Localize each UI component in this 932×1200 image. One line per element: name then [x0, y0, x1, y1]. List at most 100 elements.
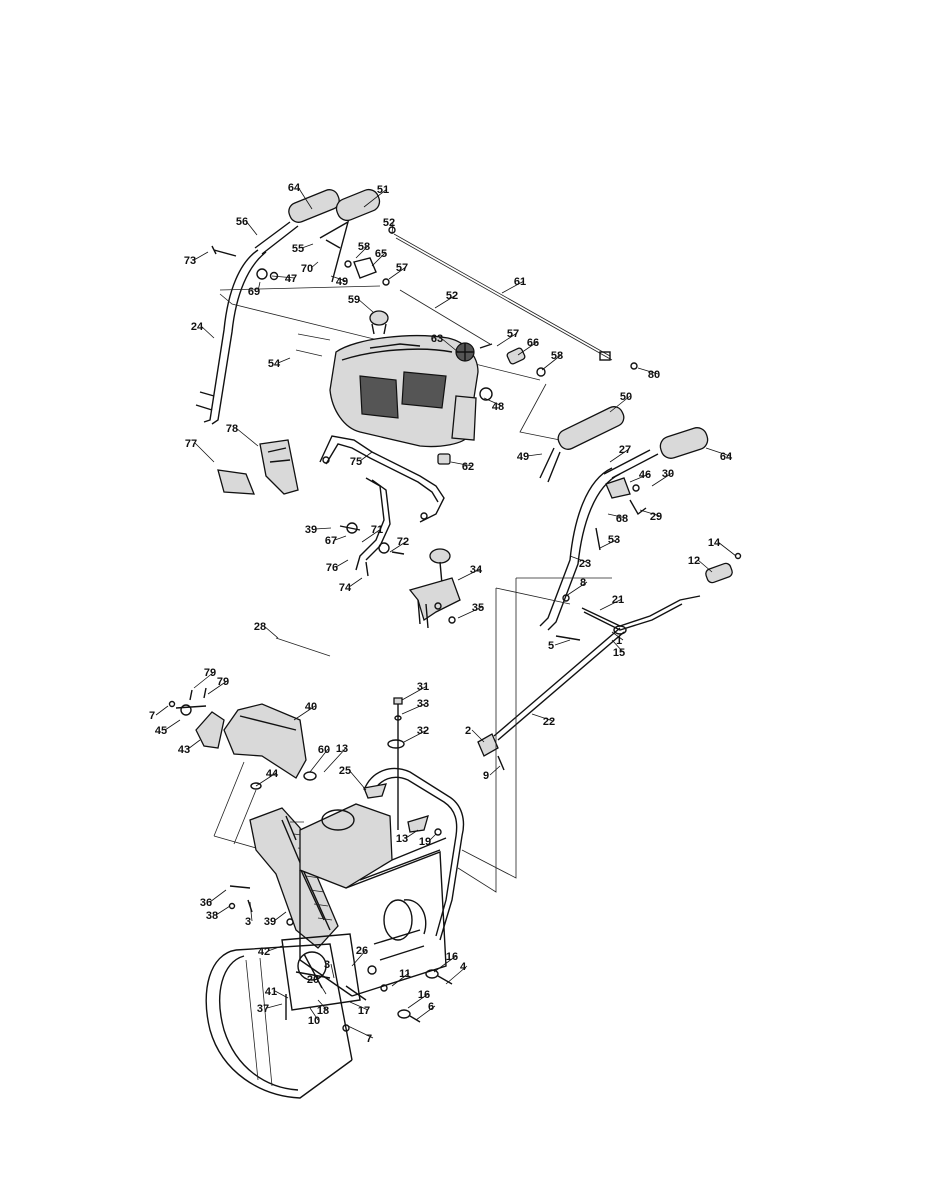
part-number-3a: 3: [245, 916, 251, 928]
part-number-13b: 13: [396, 833, 408, 845]
leader-line-48: [483, 397, 503, 407]
leader-line-53: [599, 538, 619, 549]
part-number-39b: 39: [264, 916, 276, 928]
leader-line-32: [403, 729, 428, 743]
leader-line-4: [445, 965, 468, 985]
leader-line-38: [215, 905, 231, 916]
leader-line-37: [266, 1003, 283, 1009]
part-number-16b: 16: [418, 989, 430, 1001]
leader-line-13a: [323, 747, 347, 773]
leader-line-71: [361, 528, 382, 543]
leader-line-41: [274, 990, 289, 999]
part-number-63: 63: [431, 333, 443, 345]
part-number-5: 5: [548, 640, 554, 652]
leader-line-62: [450, 461, 473, 467]
part-number-76: 76: [326, 562, 338, 574]
leader-line-15: [611, 639, 624, 653]
leader-line-63: [440, 337, 459, 353]
leader-line-46: [629, 473, 650, 483]
part-number-23: 23: [579, 558, 591, 570]
leader-line-74: [348, 577, 363, 588]
leader-line-35: [457, 606, 483, 619]
part-number-77: 77: [185, 438, 197, 450]
leader-line-57a: [388, 266, 407, 280]
leader-line-60: [309, 748, 329, 773]
leader-line-27: [609, 448, 630, 463]
leader-line-64a: [297, 186, 313, 210]
part-number-80: 80: [648, 369, 660, 381]
discharge-chute: [168, 687, 317, 857]
leader-line-58b: [541, 354, 562, 371]
part-number-68: 68: [616, 513, 628, 525]
part-number-6: 6: [428, 1001, 434, 1013]
leader-line-13b: [405, 829, 419, 839]
leader-line-76: [335, 559, 349, 568]
part-number-10: 10: [308, 1015, 320, 1027]
part-number-42: 42: [258, 946, 270, 958]
part-number-26: 26: [356, 945, 368, 957]
leader-line-2: [471, 729, 485, 743]
leader-line-25: [348, 769, 367, 791]
part-number-7b: 7: [366, 1033, 372, 1045]
part-number-31: 31: [417, 681, 429, 693]
part-number-29: 29: [650, 511, 662, 523]
leader-line-52b: [434, 294, 457, 309]
left-handle-assembly: [195, 188, 390, 425]
part-number-51: 51: [377, 184, 389, 196]
frame-tube: [363, 697, 465, 941]
leader-line-21: [599, 598, 623, 611]
part-number-56: 56: [236, 216, 248, 228]
part-number-46: 46: [639, 469, 651, 481]
part-number-49a: 49: [336, 276, 348, 288]
part-number-17: 17: [358, 1005, 370, 1017]
leader-line-33: [401, 702, 428, 715]
part-number-34: 34: [470, 564, 483, 576]
part-number-2: 2: [465, 725, 471, 737]
leader-line-78: [235, 427, 259, 447]
part-number-75: 75: [350, 456, 362, 468]
auger-housing: [205, 885, 453, 1099]
part-number-35: 35: [472, 602, 484, 614]
part-number-49b: 49: [517, 451, 529, 463]
leader-line-79b: [207, 680, 228, 695]
part-number-9: 9: [483, 770, 489, 782]
leader-line-31: [401, 685, 428, 701]
leader-line-66: [517, 341, 538, 356]
part-number-19: 19: [419, 836, 431, 848]
part-number-64b: 64: [720, 451, 733, 463]
leader-line-29: [639, 509, 661, 517]
part-number-70: 70: [301, 263, 313, 275]
part-number-67: 67: [325, 535, 337, 547]
leader-line-73: [193, 251, 209, 261]
leader-line-6: [415, 1005, 436, 1021]
part-number-64a: 64: [288, 182, 301, 194]
control-cables: [388, 226, 638, 370]
leader-line-36: [209, 889, 227, 903]
leader-line-8: [565, 581, 588, 597]
leader-line-70: [310, 261, 319, 269]
leader-line-72: [389, 540, 408, 553]
leader-line-61: [501, 280, 525, 294]
leader-line-50: [609, 395, 631, 413]
part-number-30: 30: [662, 468, 674, 480]
leader-line-49b: [526, 453, 543, 457]
part-number-22: 22: [543, 716, 555, 728]
leader-line-75: [359, 451, 373, 462]
leader-line-17: [349, 1001, 369, 1011]
leader-line-34: [457, 568, 481, 581]
part-number-27: 27: [619, 444, 631, 456]
part-number-72: 72: [397, 536, 409, 548]
part-number-3b: 3: [324, 959, 330, 971]
part-number-28: 28: [254, 621, 266, 633]
leader-line-12: [697, 559, 713, 573]
leader-line-42: [267, 945, 283, 952]
part-number-55: 55: [292, 243, 304, 255]
leader-line-51: [363, 188, 388, 208]
part-number-44: 44: [266, 768, 279, 780]
part-number-57a: 57: [396, 262, 408, 274]
part-number-73: 73: [184, 255, 196, 267]
part-number-43: 43: [178, 744, 190, 756]
leader-line-69: [257, 281, 261, 292]
